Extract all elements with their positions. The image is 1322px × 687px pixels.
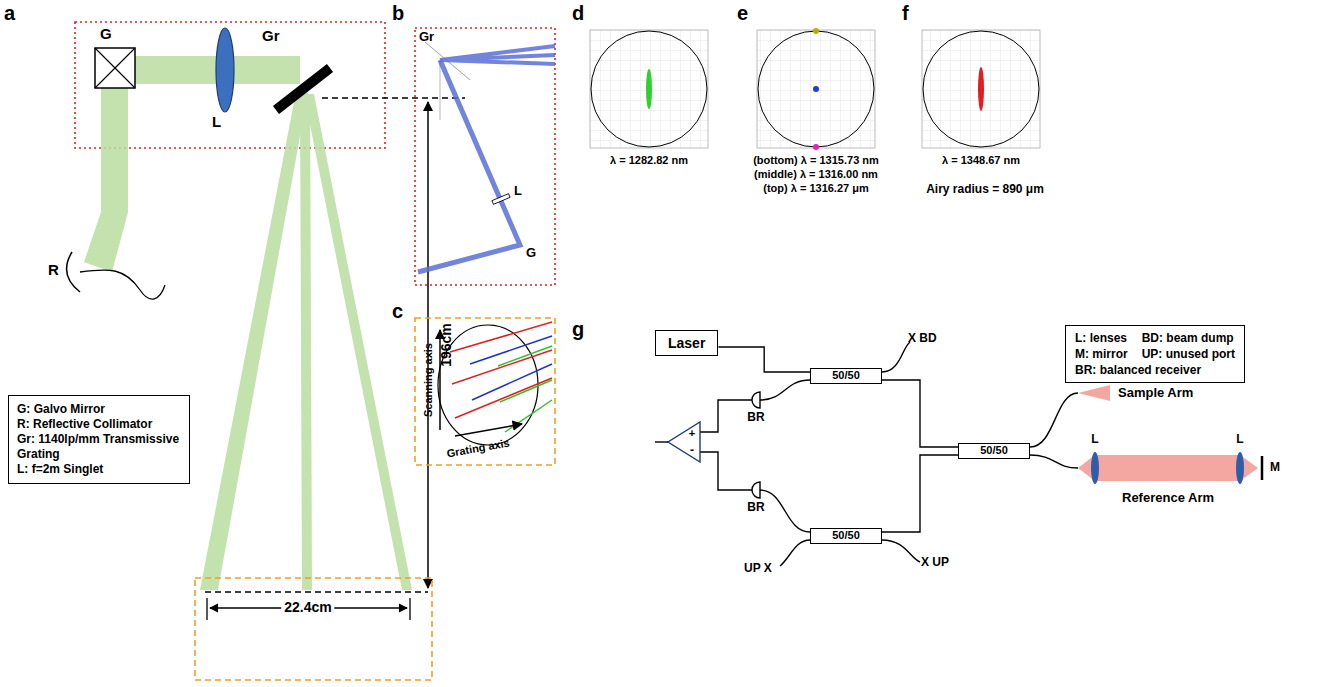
legend-entry: UP: unused port xyxy=(1142,347,1235,361)
fiber-coupler: 50/50 xyxy=(958,443,1030,459)
dimension-label: 22.4cm xyxy=(281,600,334,615)
wavelength-caption: λ = 1348.67 nm xyxy=(942,154,1020,166)
part-label: L xyxy=(514,184,522,198)
legend-entry: L: lenses xyxy=(1075,331,1128,345)
legend-entry: Gr: 1140lp/mm Transmissive Grating xyxy=(17,432,181,462)
fiber-wires xyxy=(655,342,1078,566)
legend-box: G: Galvo MirrorR: Reflective CollimatorG… xyxy=(8,395,190,484)
detector-label: BR xyxy=(747,501,764,514)
coupler-ratio: 50/50 xyxy=(811,529,881,542)
wavelength-caption: (middle) λ = 1316.00 nm xyxy=(754,168,878,180)
panel-letter: c xyxy=(392,300,403,322)
note: Airy radius = 890 μm xyxy=(926,183,1044,196)
panel-b-drawing xyxy=(415,28,555,285)
axis-label: Grating axis xyxy=(446,437,511,460)
part-label: L xyxy=(1091,433,1098,446)
arm-label: Sample Arm xyxy=(1118,386,1193,400)
panel-letter: d xyxy=(572,2,584,24)
signal-sign: + xyxy=(689,427,695,439)
dimension-label: 196cm xyxy=(439,323,454,367)
fiber-connector xyxy=(718,347,810,372)
sample-reference-arms xyxy=(1078,385,1262,484)
panel-letter: e xyxy=(737,2,748,24)
wavelength-caption: (top) λ = 1316.27 μm xyxy=(763,182,868,194)
spot-diagrams xyxy=(590,28,1040,150)
port-label: X UP xyxy=(921,556,949,569)
legend-entry: G: Galvo Mirror xyxy=(17,402,181,417)
wavelength-caption: λ = 1282.82 nm xyxy=(610,154,688,166)
laser-box: Laser xyxy=(655,330,718,356)
signal-sign: - xyxy=(690,444,694,457)
legend-entry: L: f=2m Singlet xyxy=(17,462,181,477)
port-label: X BD xyxy=(908,332,937,345)
part-label: G xyxy=(526,246,536,260)
panel-letter: g xyxy=(572,318,584,340)
panel-c-drawing xyxy=(415,318,555,465)
axis-label: Scanning axis xyxy=(422,343,434,417)
part-label: G xyxy=(100,26,112,43)
part-label: L xyxy=(1236,433,1243,446)
legend-entry: R: Reflective Collimator xyxy=(17,417,181,432)
coupler-ratio: 50/50 xyxy=(959,444,1029,457)
part-label: L xyxy=(212,114,221,131)
legend-entry: M: mirror xyxy=(1075,347,1128,361)
legend-box: L: lenses BD: beam dump M: mirror UP: unuse… xyxy=(1065,325,1245,383)
wavelength-caption: (bottom) λ = 1315.73 nm xyxy=(753,154,879,166)
panel-a-drawing xyxy=(67,22,465,680)
part-label: Gr xyxy=(262,28,280,45)
legend-entry: BR: balanced receiver xyxy=(1075,363,1235,377)
panel-letter: b xyxy=(392,2,404,24)
fiber-coupler: 50/50 xyxy=(810,368,882,384)
box-label: Laser xyxy=(668,335,705,351)
panel-letter: a xyxy=(4,2,15,24)
legend-entry: BD: beam dump xyxy=(1142,331,1235,345)
fiber-coupler: 50/50 xyxy=(810,528,882,544)
detector-label: BR xyxy=(747,411,764,424)
part-label: R xyxy=(48,262,59,279)
arm-label: Reference Arm xyxy=(1122,491,1214,505)
port-label: UP X xyxy=(744,562,772,575)
fiber-connector xyxy=(882,380,958,447)
panel-letter: f xyxy=(902,2,909,24)
part-label: Gr xyxy=(419,30,434,44)
coupler-ratio: 50/50 xyxy=(811,369,881,382)
fiber-connector xyxy=(882,455,958,532)
part-label: M xyxy=(1270,461,1280,474)
